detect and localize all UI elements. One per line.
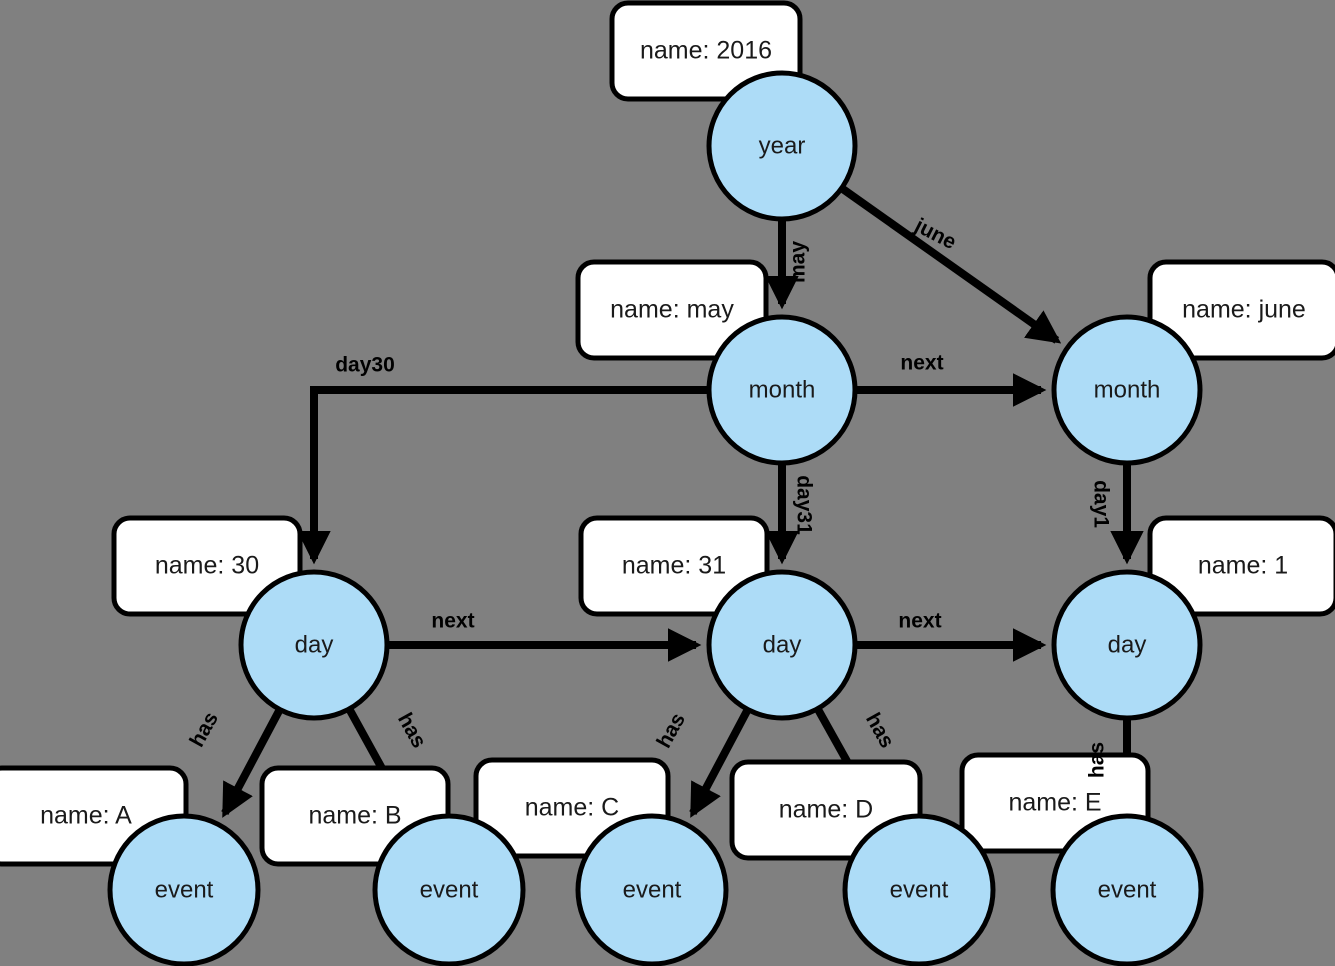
node-label: event	[623, 876, 682, 903]
node-label: day	[295, 631, 334, 658]
property-text: name: 30	[155, 552, 259, 580]
node-label: month	[1094, 376, 1161, 403]
edge-year2016-to-monthJune	[840, 186, 1062, 344]
node-eventC[interactable]: event	[575, 813, 729, 966]
edge-label-has: has	[861, 709, 899, 752]
edge-label-day31: day31	[792, 475, 815, 535]
property-box: name: 31	[578, 515, 770, 617]
node-monthJune[interactable]: month	[1051, 314, 1203, 466]
edge-label-june: june	[910, 214, 960, 255]
nodes-layer: year month month day day day event event event ev…	[107, 70, 1204, 966]
property-box: name: 2016	[609, 0, 803, 102]
node-label: day	[763, 631, 802, 658]
property-text: name: 1	[1198, 552, 1288, 580]
node-label: year	[759, 132, 806, 159]
edge-label-next: next	[900, 352, 943, 375]
property-text: name: D	[779, 796, 873, 824]
property-box: name: 1	[1147, 515, 1335, 617]
node-label: event	[1098, 876, 1157, 903]
property-text: name: 2016	[640, 37, 772, 65]
property-text: name: june	[1182, 296, 1306, 324]
property-text: name: A	[40, 802, 132, 830]
node-label: day	[1108, 631, 1147, 658]
node-eventD[interactable]: event	[842, 813, 996, 966]
edge-label-has: has	[185, 708, 223, 751]
property-box: name: 30	[111, 515, 303, 617]
node-label: month	[749, 376, 816, 403]
property-text: name: B	[308, 802, 401, 830]
property-box: name: may	[575, 259, 769, 361]
edge-label-has: has	[393, 709, 431, 752]
edge-label-day1: day1	[1089, 480, 1112, 528]
node-label: event	[155, 876, 214, 903]
property-text: name: may	[610, 296, 734, 324]
property-text: name: E	[1008, 789, 1101, 817]
node-day31[interactable]: day	[706, 569, 858, 721]
edge-label-has: has	[652, 709, 690, 752]
edge-monthMay-to-day30	[297, 386, 707, 565]
node-year2016[interactable]: year	[706, 70, 858, 222]
edge-label-next: next	[431, 610, 474, 633]
property-boxes-layer: name: 2016 name: may name: june name: 30 nam…	[0, 0, 1335, 867]
node-monthMay[interactable]: month	[706, 314, 858, 466]
edge-label-next: next	[898, 610, 941, 633]
node-eventE[interactable]: event	[1050, 813, 1204, 966]
node-label: event	[420, 876, 479, 903]
edge-day31-to-eventC	[689, 709, 751, 818]
property-box: name: june	[1147, 259, 1335, 361]
edge-label-has: has	[1086, 742, 1109, 778]
node-label: event	[890, 876, 949, 903]
node-day30[interactable]: day	[238, 569, 390, 721]
edge-label-day30: day30	[335, 354, 395, 377]
edge-label-may: may	[787, 241, 810, 283]
property-text: name: C	[525, 794, 619, 822]
node-eventB[interactable]: event	[372, 813, 526, 966]
edge-day30-to-eventA	[221, 709, 283, 818]
property-text: name: 31	[622, 552, 726, 580]
node-day1[interactable]: day	[1051, 569, 1203, 721]
node-eventA[interactable]: event	[107, 813, 261, 966]
